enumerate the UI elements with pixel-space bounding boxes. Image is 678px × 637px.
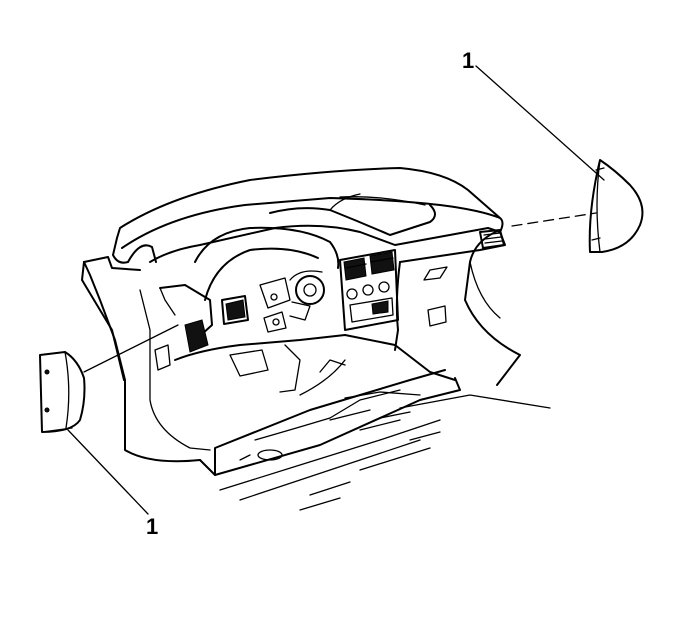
callout-label-lower-left: 1: [146, 514, 158, 539]
left-airbag-module: [39, 351, 86, 433]
callout-leader-lower-left: [67, 429, 149, 515]
callout-label-upper-right: 1: [462, 48, 474, 73]
install-path-line: [511, 212, 597, 227]
instrument-panel-assembly: [81, 167, 551, 511]
callout-lower-left: 1: [67, 429, 158, 539]
callout-leader-upper-right: [475, 65, 605, 181]
callout-upper-right: 1: [462, 48, 605, 181]
left-module-leader: [83, 324, 179, 373]
right-airbag-module: [588, 159, 644, 253]
